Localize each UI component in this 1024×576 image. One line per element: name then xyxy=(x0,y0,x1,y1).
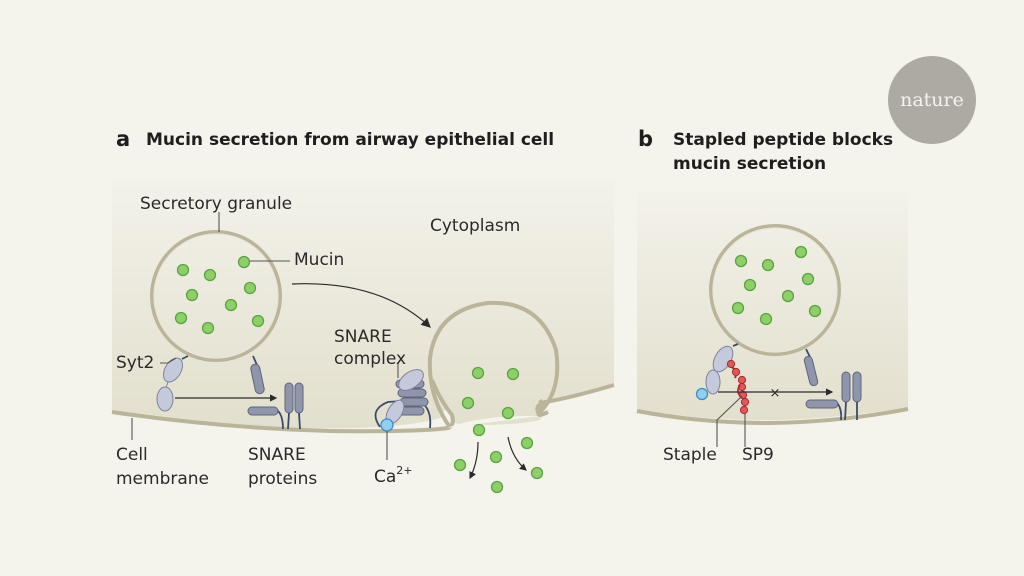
fusing-granule xyxy=(427,300,560,428)
cell-membrane-b xyxy=(636,407,909,426)
panel-b-title-2: mucin secretion xyxy=(673,154,826,174)
mucin xyxy=(176,263,190,277)
mucin xyxy=(759,312,773,326)
leader-staple xyxy=(716,396,742,447)
mucin xyxy=(472,423,486,437)
calcium-ion xyxy=(380,418,394,432)
panel-b: b Stapled peptide blocks mucin secretion xyxy=(636,127,909,465)
leader-syt2 xyxy=(160,357,177,364)
tsnare-proteins xyxy=(247,382,304,430)
syt2-c2a-domain xyxy=(163,357,183,383)
mucin xyxy=(781,289,795,303)
tsnare-proteins-b xyxy=(805,371,862,421)
syt2-c2b-domain xyxy=(156,386,174,412)
nature-logo: nature xyxy=(888,56,976,144)
logo-text: nature xyxy=(900,89,964,111)
mucin xyxy=(520,436,534,450)
mucin xyxy=(251,314,265,328)
label-snare-proteins-2: proteins xyxy=(248,469,317,489)
vsnare-b xyxy=(803,355,819,387)
secretory-granule-inner xyxy=(153,233,279,359)
mucin xyxy=(461,396,475,410)
mucin xyxy=(731,301,745,315)
cytoplasm-region-b xyxy=(637,192,908,420)
mucin xyxy=(808,304,822,318)
vsnare-anchor xyxy=(252,355,258,366)
mucin xyxy=(501,406,515,420)
label-cell-membrane-1: Cell xyxy=(116,445,148,465)
mucin xyxy=(489,450,503,464)
label-cell-membrane-2: membrane xyxy=(116,469,209,489)
mucin-group-released xyxy=(453,366,544,494)
secretory-granule-b xyxy=(709,224,841,356)
panel-b-title-1: Stapled peptide blocks xyxy=(673,130,893,150)
label-calcium-charge: 2+ xyxy=(396,464,412,477)
mucin xyxy=(224,298,238,312)
panel-a: a Mucin secretion from airway epithelial… xyxy=(111,127,615,494)
mucin xyxy=(743,278,757,292)
mucin xyxy=(185,288,199,302)
blocked-marker: × xyxy=(770,386,781,401)
syt2-protein xyxy=(156,355,189,412)
mucin xyxy=(530,466,544,480)
release-arrow-right xyxy=(507,436,527,471)
mucin xyxy=(453,458,467,472)
transport-arrow xyxy=(291,283,431,328)
mucin xyxy=(203,268,217,282)
logo-circle xyxy=(888,56,976,144)
mucin xyxy=(237,255,251,269)
label-syt2: Syt2 xyxy=(116,353,154,373)
mucin xyxy=(794,245,808,259)
mucin xyxy=(174,311,188,325)
secretory-granule-b-inner xyxy=(712,227,838,353)
mucin xyxy=(243,281,257,295)
mucin xyxy=(801,272,815,286)
label-snare-complex-2: complex xyxy=(334,349,406,369)
panel-a-title: Mucin secretion from airway epithelial c… xyxy=(146,130,554,150)
label-calcium: Ca2+ xyxy=(374,464,413,487)
label-snare-complex-1: SNARE xyxy=(334,327,392,347)
fusion-pore xyxy=(447,415,540,428)
vsnare xyxy=(250,363,265,395)
mucin xyxy=(506,367,520,381)
mucin-group-granule-b xyxy=(731,245,822,326)
mucin xyxy=(471,366,485,380)
mucin xyxy=(761,258,775,272)
calcium-ion-b xyxy=(695,387,709,401)
mucin xyxy=(201,321,215,335)
panel-a-letter: a xyxy=(116,127,130,151)
label-snare-proteins-1: SNARE xyxy=(248,445,306,465)
cytoplasm-region-a xyxy=(112,180,614,429)
secretory-granule xyxy=(150,230,282,362)
label-sp9: SP9 xyxy=(742,445,774,465)
mucin xyxy=(734,254,748,268)
cell-membrane-a-left xyxy=(111,379,455,434)
mucin xyxy=(490,480,504,494)
label-staple: Staple xyxy=(663,445,717,465)
mucin-group-granule-a xyxy=(174,255,265,335)
release-arrow-left xyxy=(469,441,479,480)
vsnare-anchor-b xyxy=(805,348,811,358)
snare-complex xyxy=(374,369,432,432)
panel-b-letter: b xyxy=(638,127,653,151)
label-secretory-granule: Secretory granule xyxy=(140,194,292,214)
label-calcium-base: Ca xyxy=(374,467,396,487)
label-mucin: Mucin xyxy=(294,250,344,270)
label-cytoplasm: Cytoplasm xyxy=(430,216,520,236)
